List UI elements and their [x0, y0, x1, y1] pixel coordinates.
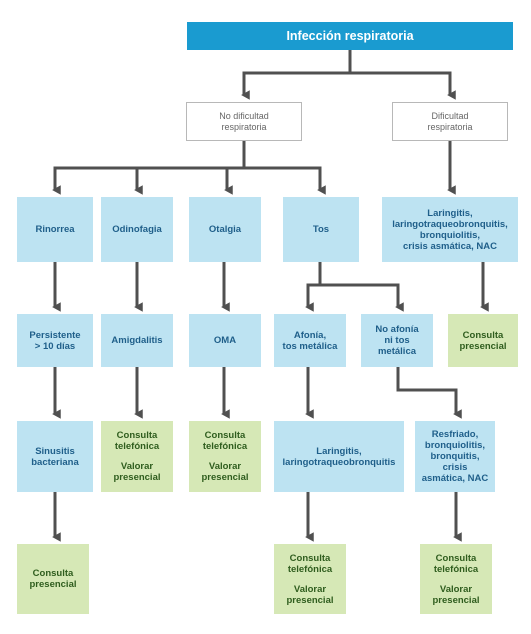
rinorrea-box: Rinorrea	[17, 197, 93, 262]
dificultad-dx-line-2: laringotraqueobronquitis,	[392, 218, 508, 230]
resfriado-line-2: bronquiolitis,	[424, 440, 486, 451]
afonia-action-line-1: Consulta	[289, 552, 331, 564]
arrow-title-dificultad	[350, 71, 456, 100]
title-box: Infección respiratoria	[187, 22, 513, 50]
no-afonia-line-3: metálica	[377, 346, 417, 357]
odino-action-line-4: presencial	[113, 472, 161, 483]
amigdalitis-text: Amigdalitis	[111, 335, 163, 346]
afonia-line-1: Afonía,	[293, 329, 327, 341]
no-dificultad-line-2: respiratoria	[221, 121, 267, 132]
resfriado-line-5: asmática, NAC	[421, 473, 489, 484]
otalgia-action-line-4: presencial	[201, 472, 249, 483]
odino-action-line-3: Valorar	[120, 461, 154, 472]
arrow-to-tos	[244, 166, 326, 195]
amigdalitis-box: Amigdalitis	[101, 314, 173, 367]
persistente-line-1: Persistente	[29, 329, 81, 341]
no-afonia-action-line-4: presencial	[432, 594, 480, 606]
dificultad-dx-box: Laringitis, laringotraqueobronquitis, br…	[382, 197, 518, 262]
tos-box: Tos	[283, 197, 359, 262]
arrow-to-no-afonia	[320, 283, 404, 312]
consulta-presencial-top-line-1: Consulta	[462, 329, 504, 341]
resfriado-line-1: Resfriado,	[431, 429, 479, 440]
laringitis-line-2: laringotraqueobronquitis	[282, 456, 396, 468]
sinusitis-line-2: bacteriana	[31, 456, 79, 468]
rinorrea-text: Rinorrea	[35, 224, 75, 235]
dificultad-line-1: Dificultad	[431, 110, 469, 121]
otalgia-action-line-3: Valorar	[208, 461, 242, 472]
consulta-presencial-bottom-box: Consulta presencial	[17, 544, 89, 614]
no-afonia-action-line-2: telefónica	[433, 563, 479, 575]
dificultad-dx-line-3: bronquiolitis,	[419, 229, 481, 241]
arrow-to-rinorrea	[52, 141, 246, 195]
afonia-box: Afonía, tos metálica	[274, 314, 346, 367]
otalgia-box: Otalgia	[189, 197, 261, 262]
consulta-presencial-top-line-2: presencial	[459, 340, 507, 352]
consulta-presencial-top-box: Consulta presencial	[448, 314, 518, 367]
arrow-to-afonia	[305, 262, 322, 312]
no-afonia-action-box: Consulta telefónica Valorar presencial	[420, 544, 492, 614]
consulta-presencial-bottom-line-1: Consulta	[32, 568, 74, 579]
arrow-title-no-dificultad	[241, 50, 352, 100]
odino-action-line-2: telefónica	[114, 441, 160, 452]
no-afonia-box: No afonía ni tos metálica	[361, 314, 433, 367]
resfriado-box: Resfriado, bronquiolitis, bronquitis, cr…	[415, 421, 495, 492]
odinofagia-text: Odinofagia	[112, 224, 162, 235]
no-afonia-line-2: ni tos	[384, 335, 410, 346]
tos-text: Tos	[312, 224, 330, 235]
resfriado-line-4: crisis	[442, 462, 468, 473]
oma-box: OMA	[189, 314, 261, 367]
afonia-line-2: tos metálica	[282, 340, 338, 352]
otalgia-action-line-2: telefónica	[202, 441, 248, 452]
otalgia-action-line-1: Consulta	[204, 430, 246, 441]
sinusitis-box: Sinusitis bacteriana	[17, 421, 93, 492]
laringitis-line-1: Laringitis,	[316, 445, 362, 457]
odino-action-line-1: Consulta	[116, 430, 158, 441]
no-afonia-action-line-3: Valorar	[439, 583, 473, 595]
sinusitis-line-1: Sinusitis	[35, 445, 75, 457]
persistente-line-2: > 10 días	[34, 340, 76, 352]
arrow-to-resfriado	[396, 367, 462, 419]
no-afonia-action-line-1: Consulta	[435, 552, 477, 564]
odino-action-box: Consulta telefónica Valorar presencial	[101, 421, 173, 492]
otalgia-text: Otalgia	[208, 224, 242, 235]
afonia-action-line-2: telefónica	[287, 563, 333, 575]
title-text: Infección respiratoria	[286, 28, 414, 43]
afonia-action-line-3: Valorar	[293, 583, 327, 595]
afonia-action-line-4: presencial	[286, 594, 334, 606]
dificultad-box: Dificultad respiratoria	[392, 102, 508, 141]
otalgia-action-box: Consulta telefónica Valorar presencial	[189, 421, 261, 492]
dificultad-dx-line-4: crisis asmática, NAC	[403, 240, 497, 252]
resfriado-line-3: bronquitis,	[430, 451, 480, 462]
no-dificultad-box: No dificultad respiratoria	[186, 102, 302, 141]
consulta-presencial-bottom-line-2: presencial	[29, 579, 77, 590]
dificultad-line-2: respiratoria	[427, 121, 473, 132]
oma-text: OMA	[213, 335, 237, 346]
no-afonia-line-1: No afonía	[375, 324, 419, 335]
afonia-action-box: Consulta telefónica Valorar presencial	[274, 544, 346, 614]
no-dificultad-line-1: No dificultad	[219, 110, 269, 121]
odinofagia-box: Odinofagia	[101, 197, 173, 262]
persistente-box: Persistente > 10 días	[17, 314, 93, 367]
dificultad-dx-line-1: Laringitis,	[427, 207, 473, 219]
laringitis-box: Laringitis, laringotraqueobronquitis	[274, 421, 404, 492]
